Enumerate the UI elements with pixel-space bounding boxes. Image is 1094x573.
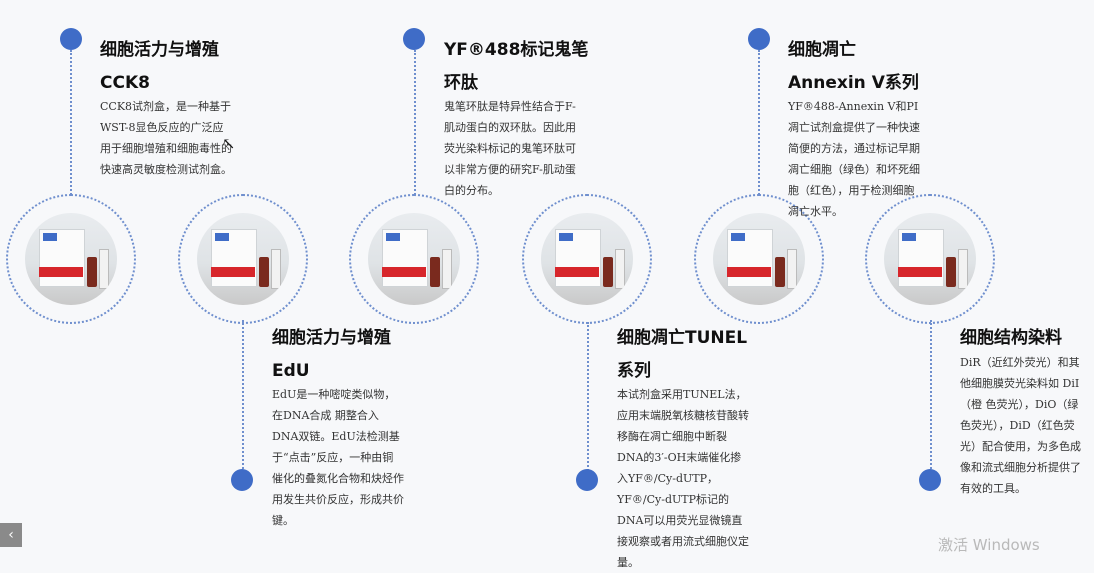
item-description: 鬼笔环肽是特异性结合于F-肌动蛋白的双环肽。因此用荧光染料标记的鬼笔环肽可以非常… [444,100,576,197]
product-image-annexin [713,213,805,305]
connector-line [930,320,932,480]
product-image-phalloidin [368,213,460,305]
connector-line [758,50,760,195]
item-description: 本试剂盒采用TUNEL法，应用末端脱氧核糖核苷酸转移酶在凋亡细胞中断裂DNA的3… [617,388,749,569]
product-image-cck8 [25,213,117,305]
item-subtitle[interactable]: 环肽 [444,73,478,93]
product-image-dye [884,213,976,305]
item-title[interactable]: 细胞活力与增殖 [100,40,219,60]
product-ring-edu[interactable] [178,194,308,324]
item-description: YF®488-Annexin V和PI凋亡试剂盒提供了一种快速简便的方法，通过标… [788,100,920,218]
item-description: CCK8试剂盒，是一种基于WST-8显色反应的广泛应用于细胞增殖和细胞毒性的快速… [100,100,232,176]
connector-line [70,50,72,195]
connector-line [242,320,244,480]
connector-line [414,50,416,195]
item-title[interactable]: 细胞凋亡 [788,40,856,60]
item-title[interactable]: 细胞活力与增殖 [272,328,391,348]
timeline-node-annexin [748,28,770,50]
item-title[interactable]: 细胞凋亡TUNEL [617,328,748,348]
item-title[interactable]: 细胞结构染料 [960,328,1062,348]
item-subtitle[interactable]: Annexin V系列 [788,73,919,93]
item-title[interactable]: YF®488标记鬼笔 [444,40,589,60]
item-subtitle[interactable]: EdU [272,361,310,381]
timeline-node-dye [919,469,941,491]
timeline-node-phalloidin [403,28,425,50]
product-ring-dye[interactable] [865,194,995,324]
product-ring-tunel[interactable] [522,194,652,324]
item-description: DiR（近红外荧光）和其他细胞膜荧光染料如 DiI（橙 色荧光），DiO（绿色荧… [960,356,1081,495]
product-ring-phalloidin[interactable] [349,194,479,324]
product-ring-annexin[interactable] [694,194,824,324]
prev-page-button[interactable]: ‹ [0,523,22,547]
timeline-node-edu [231,469,253,491]
connector-line [587,322,589,482]
windows-activation-watermark: 激活 Windows [938,536,1040,554]
product-image-edu [197,213,289,305]
item-subtitle[interactable]: CCK8 [100,73,150,93]
item-subtitle[interactable]: 系列 [617,361,651,381]
timeline-node-cck8 [60,28,82,50]
item-description: EdU是一种嘧啶类似物，在DNA合成 期整合入DNA双链。EdU法检测基于“点击… [272,388,404,527]
product-image-tunel [541,213,633,305]
timeline-node-tunel [576,469,598,491]
mouse-cursor-icon: ↖ [222,134,236,153]
product-ring-cck8[interactable] [6,194,136,324]
